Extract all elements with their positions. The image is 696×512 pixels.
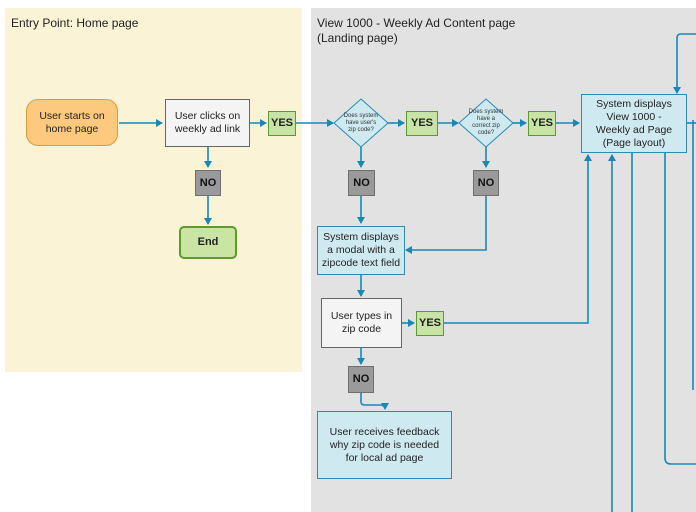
node-start[interactable]: User starts on home page <box>26 99 118 146</box>
yes-badge-haszip: YES <box>406 111 438 136</box>
decision-has-zip-diamond <box>333 98 389 148</box>
connector-right-loop-in <box>673 33 696 94</box>
yes-badge-typezip: YES <box>416 311 444 336</box>
node-end[interactable]: End <box>179 226 237 259</box>
lane-home-title: Entry Point: Home page <box>11 16 139 30</box>
lane-weekly-ad-title: View 1000 - Weekly Ad Content page (Land… <box>317 16 516 45</box>
node-system-displays-view[interactable]: System displays View 1000 - Weekly ad Pa… <box>581 94 687 153</box>
decision-has-zip-label: Does system have user's zip code? <box>343 112 379 133</box>
no-badge-correctzip: NO <box>473 170 499 196</box>
yes-badge-click: YES <box>268 111 296 136</box>
decision-correct-zip-label: Does system have a correct zip code? <box>468 109 504 136</box>
connector-no-to-feedback <box>360 393 389 410</box>
connector-no-to-modal-elbow <box>405 196 487 254</box>
no-badge-click: NO <box>195 170 221 196</box>
connector-yes-to-view-elbow <box>444 154 592 324</box>
node-user-clicks-ad[interactable]: User clicks on weekly ad link <box>165 99 250 147</box>
no-badge-typezip: NO <box>348 366 374 393</box>
decision-correct-zip-diamond <box>458 98 514 148</box>
node-user-types-zip[interactable]: User types in zip code <box>321 298 402 348</box>
node-system-modal[interactable]: System displays a modal with a zipcode t… <box>317 226 405 275</box>
connector-right-loop-lower <box>664 152 696 465</box>
node-user-feedback[interactable]: User receives feedback why zip code is n… <box>317 411 452 479</box>
lane-home-page: Entry Point: Home page <box>5 8 302 372</box>
no-badge-haszip: NO <box>348 170 375 196</box>
yes-badge-correctzip: YES <box>528 111 556 136</box>
